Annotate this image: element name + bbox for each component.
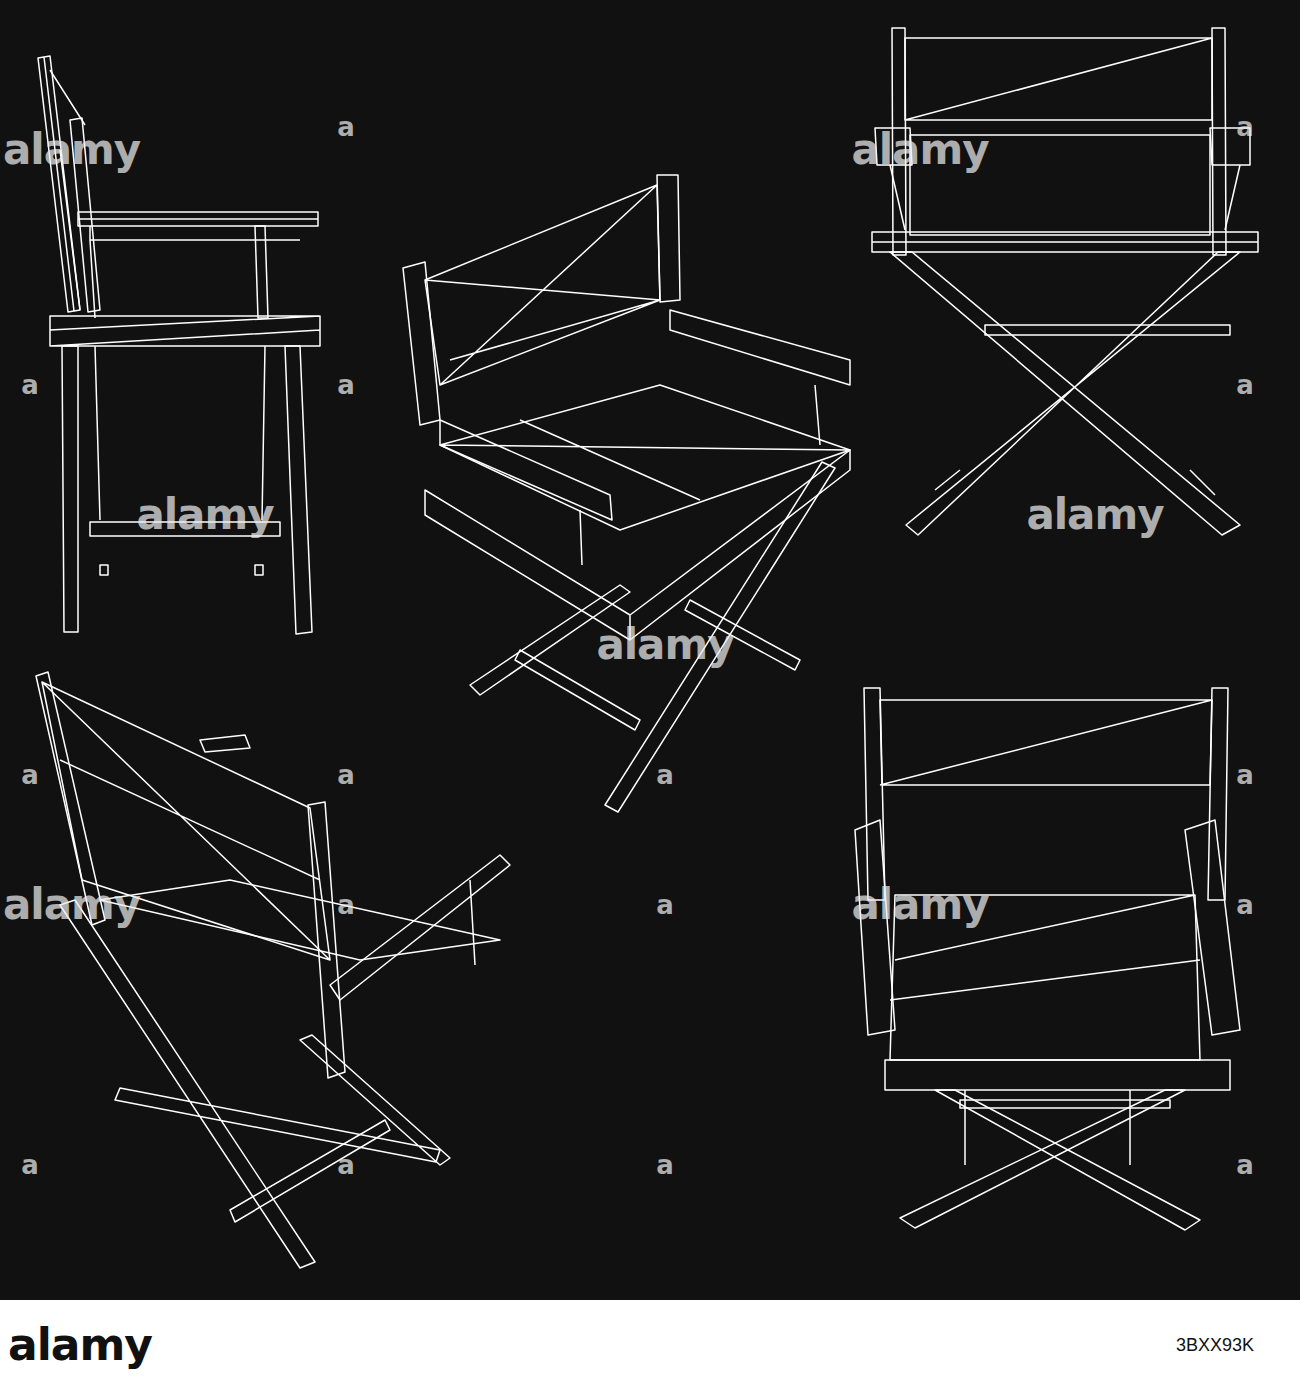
watermark: alamy xyxy=(1026,494,1163,536)
watermark: a xyxy=(1236,114,1254,140)
chair-back-view xyxy=(872,28,1258,535)
watermark: a xyxy=(21,372,39,398)
crossbar xyxy=(230,1120,390,1222)
crossbar xyxy=(960,1100,1170,1108)
watermark: a xyxy=(656,762,674,788)
watermark: a xyxy=(21,1152,39,1178)
watermark: alamy xyxy=(851,129,988,171)
watermark: alamy xyxy=(596,624,733,666)
watermark: a xyxy=(337,1152,355,1178)
chair-rear-three-quarter-view xyxy=(36,672,510,1268)
chair-top-front-view xyxy=(855,688,1240,1230)
backrest xyxy=(880,700,1212,785)
watermark: a xyxy=(1236,1152,1254,1178)
back-post xyxy=(36,672,345,1078)
arm-post xyxy=(90,226,268,318)
watermark: a xyxy=(1236,892,1254,918)
leg xyxy=(900,1090,1200,1230)
watermark: alamy xyxy=(3,129,140,171)
seat xyxy=(440,385,850,530)
arm-post xyxy=(580,385,820,565)
backrest xyxy=(425,185,660,385)
leg xyxy=(890,252,1240,535)
watermark: a xyxy=(656,892,674,918)
armrest xyxy=(200,735,510,1000)
leg xyxy=(470,462,835,812)
leg xyxy=(60,900,450,1268)
watermark: alamy xyxy=(3,884,140,926)
watermark: a xyxy=(656,1152,674,1178)
seat xyxy=(100,880,500,960)
watermark: a xyxy=(1236,372,1254,398)
footer-logo: alamy xyxy=(8,1323,152,1367)
watermark: a xyxy=(21,762,39,788)
watermark: alamy xyxy=(136,494,273,536)
back-post xyxy=(864,688,1228,900)
watermark: a xyxy=(1236,762,1254,788)
watermark: a xyxy=(337,114,355,140)
armrest xyxy=(78,212,318,240)
leg xyxy=(62,346,312,634)
seat-rail xyxy=(872,232,1258,252)
seat-rail xyxy=(50,316,320,346)
watermark: alamy xyxy=(851,884,988,926)
seat-rail xyxy=(885,1060,1230,1090)
watermark: a xyxy=(337,762,355,788)
watermark: a xyxy=(337,892,355,918)
back-post xyxy=(38,56,80,312)
backrest xyxy=(50,70,85,310)
back-post xyxy=(403,175,680,425)
armrest xyxy=(440,310,850,520)
footer-band xyxy=(0,1300,1300,1390)
crossbar xyxy=(985,325,1230,335)
image-id: 3BXX93K xyxy=(1176,1336,1254,1354)
chair-three-quarter-view xyxy=(403,175,850,812)
watermark: a xyxy=(337,372,355,398)
